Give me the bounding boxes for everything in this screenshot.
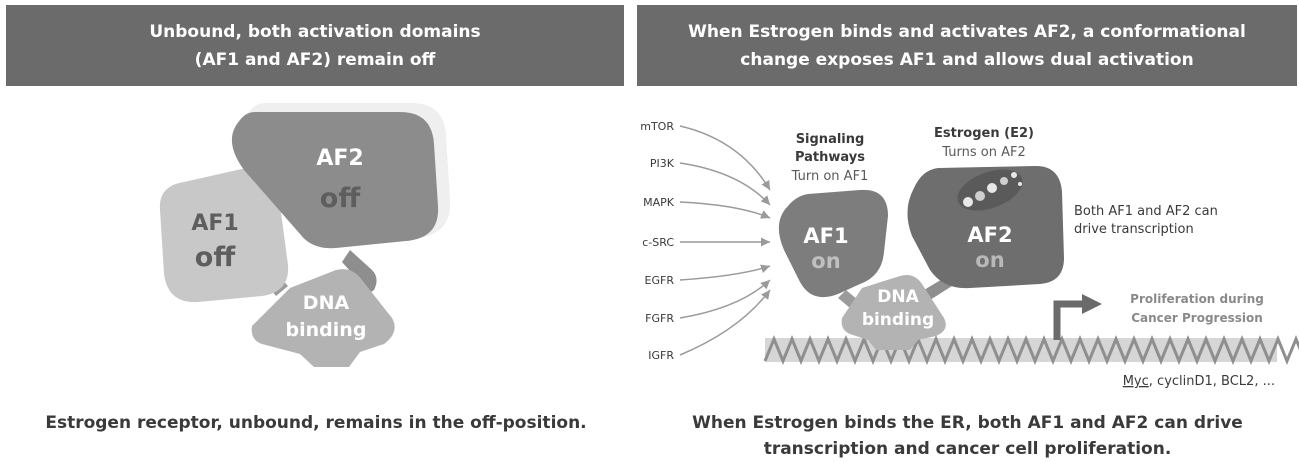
transcription-arrow-head xyxy=(1082,294,1102,314)
both-line2: drive transcription xyxy=(1074,222,1194,237)
right-af1-label: AF1 xyxy=(803,224,848,248)
left-dna-binding-domain xyxy=(251,269,395,367)
estrogen-line2: Turns on AF2 xyxy=(941,145,1025,160)
target-gene-myc: Myc xyxy=(1123,374,1149,389)
right-af2-domain xyxy=(907,166,1064,289)
right-caption-line1: When Estrogen binds the ER, both AF1 and… xyxy=(692,413,1243,433)
target-genes-rest: , cyclinD1, BCL2, ... xyxy=(1149,374,1275,389)
left-af2-state: off xyxy=(320,183,362,214)
right-panel-header: When Estrogen binds and activates AF2, a… xyxy=(637,5,1297,86)
right-af1-state: on xyxy=(811,249,840,273)
pathway-label-mtor: mTOR xyxy=(640,120,674,133)
transcription-start-arrow xyxy=(1053,300,1084,340)
both-line1: Both AF1 and AF2 can xyxy=(1074,204,1218,219)
pathway-label-igfr: IGFR xyxy=(648,349,674,362)
left-caption: Estrogen receptor, unbound, remains in t… xyxy=(45,413,587,433)
pathway-labels: mTOR PI3K MAPK c-SRC EGFR FGFR IGFR xyxy=(640,120,675,362)
pathway-label-fgfr: FGFR xyxy=(645,312,674,325)
proliferation-line2: Cancer Progression xyxy=(1131,311,1263,325)
pathway-arrows xyxy=(679,125,771,356)
right-af2-label: AF2 xyxy=(967,223,1012,247)
estrogen-line1: Estrogen (E2) xyxy=(934,126,1034,141)
right-dna-binding-domain xyxy=(841,275,946,350)
pathway-arrow-fgfr xyxy=(679,279,771,319)
pathway-label-pi3k: PI3K xyxy=(650,157,675,170)
right-af2-state: on xyxy=(975,248,1004,272)
right-af1-domain xyxy=(778,189,888,298)
left-af1-state: off xyxy=(195,242,237,273)
left-header-line2: (AF1 and AF2) remain off xyxy=(194,49,436,70)
right-caption: When Estrogen binds the ER, both AF1 and… xyxy=(640,410,1295,462)
dna-strand-zigzag xyxy=(763,335,1299,365)
left-header-line1: Unbound, both activation domains xyxy=(149,21,481,42)
right-dna-line1: DNA xyxy=(877,287,919,307)
pathway-arrow-mapk xyxy=(679,201,771,219)
left-dna-line1: DNA xyxy=(303,292,350,314)
dna-helix xyxy=(763,335,1299,365)
right-dna-line2: binding xyxy=(862,310,934,330)
left-connector-af2 xyxy=(342,250,377,298)
pathway-arrow-mtor xyxy=(679,125,771,191)
right-caption-line2: transcription and cancer cell proliferat… xyxy=(763,439,1172,459)
pathway-arrow-egfr xyxy=(679,264,771,281)
pathway-label-csrc: c-SRC xyxy=(642,236,674,249)
left-af2-label: AF2 xyxy=(316,146,363,171)
left-dna-line2: binding xyxy=(286,319,367,341)
pathway-label-mapk: MAPK xyxy=(643,196,675,209)
right-header-line1: When Estrogen binds and activates AF2, a… xyxy=(688,21,1246,42)
signaling-line3: Turn on AF1 xyxy=(791,169,869,184)
pathway-label-egfr: EGFR xyxy=(645,274,675,287)
pathway-arrow-pi3k xyxy=(679,162,771,206)
signaling-line1: Signaling xyxy=(796,132,865,147)
left-panel-header: Unbound, both activation domains (AF1 an… xyxy=(6,5,624,86)
target-genes: Myc, cyclinD1, BCL2, ... xyxy=(1123,374,1275,389)
left-af2-domain xyxy=(231,112,439,249)
left-af1-domain xyxy=(159,167,289,303)
proliferation-line1: Proliferation during xyxy=(1130,292,1264,306)
right-receptor-diagram: AF1 on AF2 on DNA binding xyxy=(778,166,1064,350)
pathway-arrow-igfr xyxy=(679,289,771,356)
left-af1-label: AF1 xyxy=(191,211,238,236)
estrogen-molecule-icon xyxy=(957,169,1023,211)
right-header-line2: change exposes AF1 and allows dual activ… xyxy=(740,49,1194,70)
signaling-line2: Pathways xyxy=(795,150,865,165)
left-receptor-diagram: AF2 off AF1 off DNA binding xyxy=(159,103,451,367)
